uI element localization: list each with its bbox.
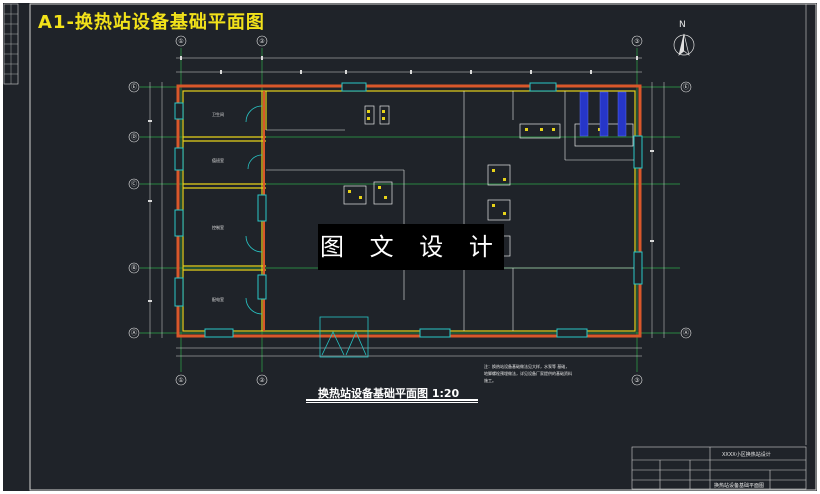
axis-col-3-bottom: ③ bbox=[634, 377, 639, 384]
grid-lines bbox=[140, 48, 680, 372]
doors bbox=[245, 105, 369, 358]
title-block bbox=[631, 446, 807, 490]
axis-row-d-left: Ⓓ bbox=[131, 133, 137, 141]
note-line-1: 注：换热站设备基础做法见大样，水泵等 基础， bbox=[484, 364, 570, 369]
axis-bubbles bbox=[128, 35, 692, 386]
axis-col-1-bottom: ① bbox=[178, 377, 183, 384]
axis-row-e-left: Ⓔ bbox=[131, 83, 137, 91]
blue-equipment bbox=[579, 91, 627, 137]
dimension-lines bbox=[149, 57, 665, 357]
room-partitions bbox=[183, 91, 267, 331]
note-line-2: 地脚螺栓预埋做法，详见设备厂家提供的基础资料 bbox=[484, 371, 572, 376]
axis-row-e-right: Ⓔ bbox=[683, 83, 689, 91]
axis-row-a-left: Ⓐ bbox=[131, 329, 137, 337]
inner-border bbox=[29, 3, 817, 491]
plan-title-underline-thin bbox=[306, 402, 478, 403]
drawing-title: A1-换热站设备基础平面图 bbox=[38, 12, 265, 33]
axis-col-3-top: ③ bbox=[634, 38, 639, 45]
north-arrow-icon bbox=[673, 33, 695, 56]
room-label-control-room: 控制室 bbox=[212, 225, 224, 230]
room-label-power-room: 配电室 bbox=[212, 297, 224, 302]
note-line-3: 施工。 bbox=[484, 378, 496, 383]
axis-col-1-top: ① bbox=[178, 38, 183, 45]
windows bbox=[174, 82, 643, 338]
inner-wall-line bbox=[182, 90, 636, 332]
title-block-project: XXXX小区换热站设计 bbox=[722, 452, 771, 458]
dimension-ticks bbox=[148, 56, 654, 302]
axis-row-c-left: Ⓒ bbox=[131, 180, 137, 188]
room-label-restroom: 卫生间 bbox=[212, 112, 224, 117]
north-label: N bbox=[679, 20, 686, 30]
axis-col-2-bottom: ② bbox=[259, 377, 265, 384]
title-block-drawing-name: 换热站设备基础平面图 bbox=[714, 483, 765, 489]
plan-title-underline bbox=[306, 399, 478, 401]
watermark-label: 图 文 设 计 bbox=[318, 224, 504, 270]
plan-title: 换热站设备基础平面图 1:20 bbox=[318, 387, 460, 400]
axis-row-b-left: Ⓑ bbox=[131, 264, 137, 272]
room-label-duty-room: 值班室 bbox=[212, 158, 224, 163]
outer-wall bbox=[176, 84, 642, 338]
axis-row-a-right: Ⓐ bbox=[683, 329, 689, 337]
axis-labels: ① ② ③ ① ② ③ Ⓔ Ⓓ Ⓒ Ⓑ Ⓐ Ⓔ Ⓐ bbox=[131, 38, 689, 384]
axis-col-2-top: ② bbox=[259, 38, 265, 45]
interior-lines bbox=[266, 91, 634, 331]
